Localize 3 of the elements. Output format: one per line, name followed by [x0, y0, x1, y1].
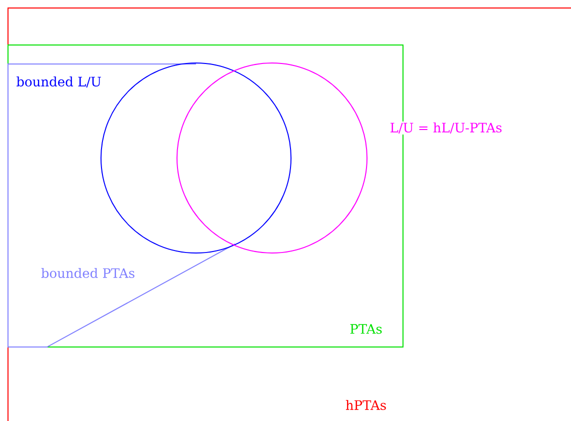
node-label: bounded L/U: [16, 76, 101, 88]
node-label: L/U = hL/U-PTAs: [390, 122, 502, 134]
set-label: bounded PTAs: [40, 266, 136, 280]
